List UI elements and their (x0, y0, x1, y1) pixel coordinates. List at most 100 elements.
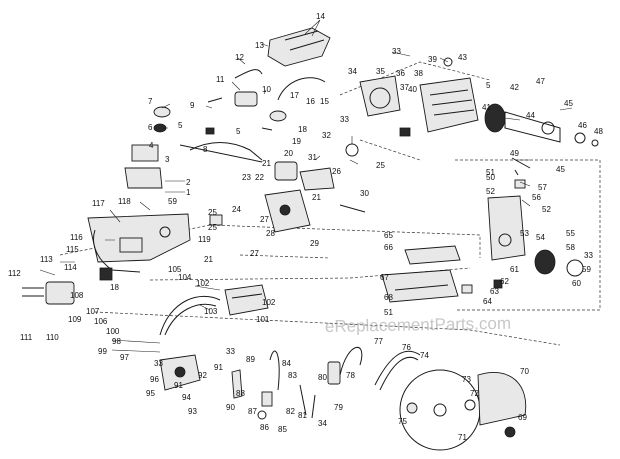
callout: 88 (236, 389, 245, 398)
callout: 104 (178, 273, 192, 282)
callout: 52 (542, 205, 551, 214)
callout: 46 (578, 121, 587, 130)
callout: 84 (282, 359, 291, 368)
callout: 32 (322, 131, 331, 140)
callout: 71 (458, 433, 467, 442)
callout: 94 (182, 393, 191, 402)
switch-cord-assembly (179, 69, 263, 163)
callout: 35 (376, 67, 385, 76)
lower-small-parts (231, 350, 341, 420)
callout: 105 (168, 265, 182, 274)
callout: 66 (384, 243, 393, 252)
callout: 25 (208, 223, 217, 232)
callout: 11 (216, 75, 225, 84)
callout: 67 (380, 273, 389, 282)
callout: 29 (310, 239, 319, 248)
callout: 85 (278, 425, 287, 434)
callout: 18 (110, 283, 119, 292)
callout: 56 (532, 193, 541, 202)
callout: 4 (149, 141, 154, 150)
callout: 16 (306, 97, 315, 106)
callout: 51 (384, 308, 393, 317)
callout: 2 (186, 178, 191, 187)
callout: 33 (226, 347, 235, 356)
callout: 101 (256, 315, 270, 324)
callout: 79 (334, 403, 343, 412)
callout: 21 (312, 193, 321, 202)
callout: 39 (428, 55, 437, 64)
callout: 61 (510, 265, 519, 274)
callout: 57 (538, 183, 547, 192)
callout: 45 (564, 99, 573, 108)
callout: 47 (536, 77, 545, 86)
callout: 102 (262, 298, 276, 307)
callout: 33 (340, 115, 349, 124)
lever-assembly (261, 77, 326, 131)
callout: 54 (536, 233, 545, 242)
callout: 5 (236, 127, 241, 136)
callout: 8 (203, 145, 208, 154)
callout: 90 (226, 403, 235, 412)
callout: 58 (566, 243, 575, 252)
callout: 41 (482, 103, 491, 112)
callout: 70 (520, 367, 529, 376)
callout: 5 (178, 121, 183, 130)
callout: 91 (174, 381, 183, 390)
callout: 27 (260, 215, 269, 224)
callout: 55 (566, 229, 575, 238)
callout: 102 (196, 279, 210, 288)
callout: 82 (286, 407, 295, 416)
callout: 17 (290, 91, 299, 100)
callout: 68 (384, 293, 393, 302)
callout: 86 (260, 423, 269, 432)
callout: 7 (148, 97, 153, 106)
callout: 96 (150, 375, 159, 384)
callout: 5 (486, 81, 491, 90)
callout: 40 (408, 85, 417, 94)
callout: 49 (510, 149, 519, 158)
callout: 89 (246, 355, 255, 364)
callout: 34 (318, 419, 327, 428)
callout: 33 (392, 47, 401, 56)
callout: 106 (94, 317, 108, 326)
gearbox-assembly (461, 157, 584, 294)
callout: 78 (346, 371, 355, 380)
callout: 12 (235, 53, 244, 62)
callout: 59 (168, 197, 177, 206)
callout: 63 (490, 287, 499, 296)
bracket-assembly (339, 347, 421, 391)
callout: 117 (92, 199, 105, 208)
callout: 18 (298, 125, 307, 134)
callout: 33 (584, 251, 593, 260)
arm-guard-assembly (209, 143, 366, 233)
callout: 52 (486, 187, 495, 196)
callout: 30 (360, 189, 369, 198)
callout: 28 (266, 229, 275, 238)
watermark-text: eReplacementParts.com (325, 314, 511, 336)
callout: 114 (64, 263, 77, 272)
left-small-parts (124, 106, 185, 193)
callout: 107 (86, 307, 100, 316)
blade-guard-assembly (399, 369, 527, 451)
callout: 77 (374, 337, 383, 346)
callout: 93 (188, 407, 197, 416)
callout: 1 (186, 188, 191, 197)
callout: 69 (518, 413, 527, 422)
main-body-assembly (22, 213, 191, 305)
callout: 60 (572, 279, 581, 288)
callout: 65 (384, 231, 393, 240)
callout: 48 (594, 127, 603, 136)
handle-cover-assembly (267, 19, 331, 67)
callout: 25 (376, 161, 385, 170)
callout: 98 (112, 337, 121, 346)
callout: 21 (204, 255, 213, 264)
callout: 6 (148, 123, 153, 132)
callout: 34 (348, 67, 357, 76)
callout-labels: 14 13 12 11 10 9 7 6 5 5 8 4 3 2 1 17 16… (8, 12, 603, 442)
callout: 25 (208, 208, 217, 217)
callout: 118 (118, 197, 131, 206)
callout: 91 (214, 363, 223, 372)
callout: 80 (318, 373, 327, 382)
callout: 59 (582, 265, 591, 274)
